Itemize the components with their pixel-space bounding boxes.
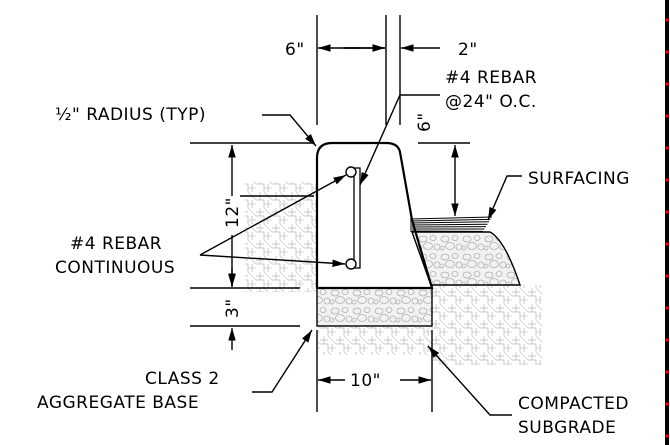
border-dot bbox=[665, 114, 669, 118]
rebar-continuous-bottom bbox=[345, 258, 357, 270]
border-dot bbox=[665, 370, 669, 374]
border-dot bbox=[665, 338, 669, 342]
surfacing-line bbox=[409, 216, 493, 220]
surfacing-line bbox=[409, 218, 491, 222]
dim-top-width: 6" bbox=[285, 40, 305, 60]
leader-rebar-top bbox=[199, 174, 347, 256]
border-dot bbox=[665, 242, 669, 246]
aggregate-base bbox=[316, 231, 521, 327]
label-aggregate-2: AGGREGATE BASE bbox=[37, 393, 199, 413]
leader-surfacing bbox=[487, 175, 522, 221]
label-rebar-spacing-1: #4 REBAR bbox=[445, 68, 537, 88]
border-dot bbox=[665, 50, 669, 54]
border-dot bbox=[665, 306, 669, 310]
curb-body bbox=[315, 141, 434, 290]
label-aggregate-1: CLASS 2 bbox=[145, 369, 220, 389]
dimension-lines bbox=[190, 15, 470, 412]
dim-setback: 2" bbox=[458, 40, 478, 60]
label-rebar-continuous-2: CONTINUOUS bbox=[55, 258, 175, 278]
label-surfacing: SURFACING bbox=[528, 169, 630, 189]
border-dot bbox=[665, 402, 669, 406]
label-subgrade-1: COMPACTED bbox=[518, 394, 629, 414]
dim-base-depth: 3" bbox=[223, 298, 243, 318]
leader-radius bbox=[262, 114, 317, 147]
label-radius: ½" RADIUS (TYP) bbox=[55, 105, 206, 125]
border-dot bbox=[665, 18, 669, 22]
leader-aggregate bbox=[252, 329, 313, 393]
surfacing-line bbox=[409, 221, 490, 224]
leader-lines bbox=[199, 94, 522, 416]
border-dot bbox=[665, 82, 669, 86]
border-dot bbox=[665, 434, 669, 438]
border-dot bbox=[665, 146, 669, 150]
dim-base-width: 10" bbox=[350, 371, 381, 391]
label-rebar-continuous-1: #4 REBAR bbox=[70, 234, 162, 254]
leader-rebar-spacing bbox=[359, 94, 440, 186]
label-rebar-spacing-2: @24" O.C. bbox=[445, 92, 537, 112]
border-dot bbox=[665, 274, 669, 278]
leader-subgrade bbox=[427, 345, 512, 416]
rebar bbox=[345, 166, 361, 270]
label-subgrade-2: SUBGRADE bbox=[518, 418, 616, 438]
surfacing-line bbox=[409, 223, 488, 226]
dim-curb-height: 12" bbox=[223, 197, 243, 228]
subgrade-hatch bbox=[245, 182, 542, 365]
surfacing-layer bbox=[409, 216, 493, 232]
border-dot bbox=[665, 210, 669, 214]
leader-rebar-bottom bbox=[199, 254, 346, 267]
dim-reveal: 6" bbox=[415, 112, 435, 132]
rebar-continuous-top bbox=[345, 166, 357, 178]
border-dot bbox=[665, 178, 669, 182]
sheet-border bbox=[665, 0, 669, 445]
